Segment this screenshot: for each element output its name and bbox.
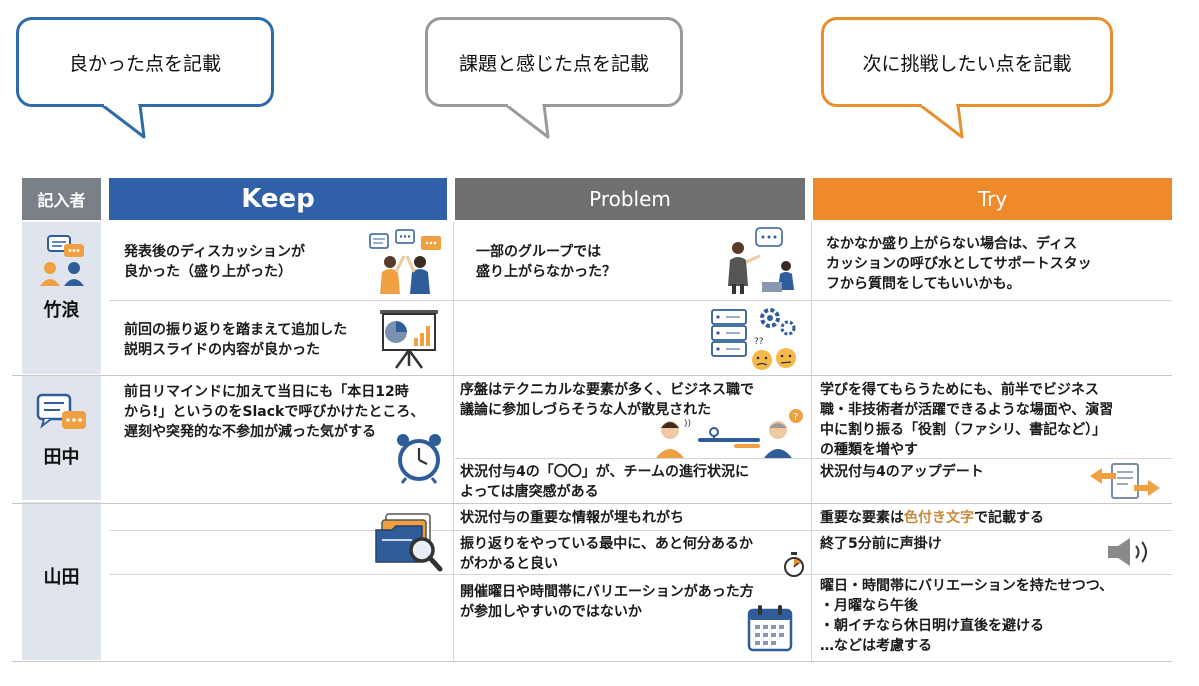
problem-cell-r6: 振り返りをやっている最中に、あと何分あるかがわかると良い: [460, 536, 753, 572]
person-name-takenami: 竹浪: [43, 300, 80, 321]
presenter-audience-illustration-icon: [728, 227, 794, 294]
folders-magnifier-icon: [375, 513, 443, 572]
people-chat-icon: [40, 235, 84, 286]
high-five-illustration-icon: [369, 229, 441, 294]
svg-text:)): )): [684, 419, 691, 429]
problem-cell-r4: 状況付与4の「〇〇」が、チームの進行状況によっては唐突感がある: [460, 464, 750, 500]
person-name-yamada: 山田: [43, 567, 80, 588]
svg-text:?: ?: [793, 412, 798, 423]
keep-cell-r1: 発表後のディスカッションが良かった（盛り上がった）: [124, 244, 306, 280]
colored-text-sample: 色付き文字: [904, 510, 974, 526]
person-column: [22, 222, 101, 660]
person-name-tanaka: 田中: [43, 447, 80, 468]
keep-bubble-tail: [101, 100, 146, 139]
try-cell-r3: 学びを得てもらうためにも、前半でビジネス職・非技術者が活躍できるような場面や、演…: [820, 382, 1114, 458]
problem-cell-r1: 一部のグループでは盛り上がらなかった？: [476, 244, 616, 280]
keep-cell-r2: 前回の振り返りを踏まえて追加した説明スライドの内容が良かった: [124, 322, 348, 358]
row-divider: [12, 503, 1172, 504]
document-update-arrows-icon: [1090, 463, 1160, 499]
keep-cell-r3: 前日リマインドに加えて当日にも「本日12時から!」というのをSlackで呼びかけ…: [124, 384, 425, 440]
header-problem: Problem: [455, 178, 805, 220]
speaker-volume-icon: [1108, 538, 1147, 566]
try-speech-bubble: 次に挑戦したい点を記載: [821, 17, 1113, 107]
svg-text:??: ??: [754, 337, 764, 347]
alarm-clock-icon: [397, 434, 441, 484]
server-gears-confused-icon: ??: [711, 308, 796, 370]
try-cell-r5: 重要な要素は色付き文字で記載する: [820, 510, 1044, 526]
header-person: 記入者: [22, 178, 101, 220]
problem-cell-r3: 序盤はテクニカルな要素が多く、ビジネス職で議論に参加しづらそうな人が散見された: [460, 382, 754, 418]
row-divider: [109, 574, 1172, 575]
problem-cell-r7: 開催曜日や時間帯にバリエーションがあった方が参加しやすいのではないか: [460, 584, 754, 620]
row-divider: [109, 300, 1172, 301]
person-divider: [22, 500, 101, 502]
stopwatch-icon: [784, 552, 804, 577]
try-bubble-text: 次に挑戦したい点を記載: [862, 52, 1072, 75]
try-cell-r1: なかなか盛り上がらない場合は、ディスカッションの呼び水としてサポートスタッフから…: [826, 236, 1092, 292]
presentation-board-icon: [380, 310, 438, 369]
column-divider: [453, 222, 454, 662]
header-try: Try: [813, 178, 1172, 220]
try-cell-r7: 曜日・時間帯にバリエーションを持たせつつ、・月曜なら午後・朝イチなら休日明け直後…: [820, 578, 1114, 654]
keep-bubble-text: 良かった点を記載: [68, 52, 221, 75]
header-keep: Keep: [109, 178, 447, 220]
try-cell-r6: 終了5分前に声掛け: [820, 536, 942, 552]
row-divider: [109, 530, 1172, 531]
row-divider: [12, 375, 1172, 376]
keep-speech-bubble: 良かった点を記載: [16, 17, 274, 107]
problem-cell-r5: 状況付与の重要な情報が埋もれがち: [460, 510, 684, 526]
try-cell-r4: 状況付与4のアップデート: [820, 464, 984, 480]
problem-speech-bubble: 課題と感じた点を記載: [425, 17, 683, 107]
problem-bubble-tail: [505, 100, 550, 139]
calendar-icon: [747, 605, 793, 652]
problem-bubble-text: 課題と感じた点を記載: [458, 52, 649, 75]
row-divider: [455, 458, 1172, 459]
chat-bubbles-icon: [36, 393, 86, 429]
row-divider: [12, 661, 1172, 662]
column-divider: [811, 222, 812, 662]
tech-gap-people-illustration-icon: )) ?: [656, 409, 803, 458]
try-bubble-tail: [919, 100, 964, 139]
